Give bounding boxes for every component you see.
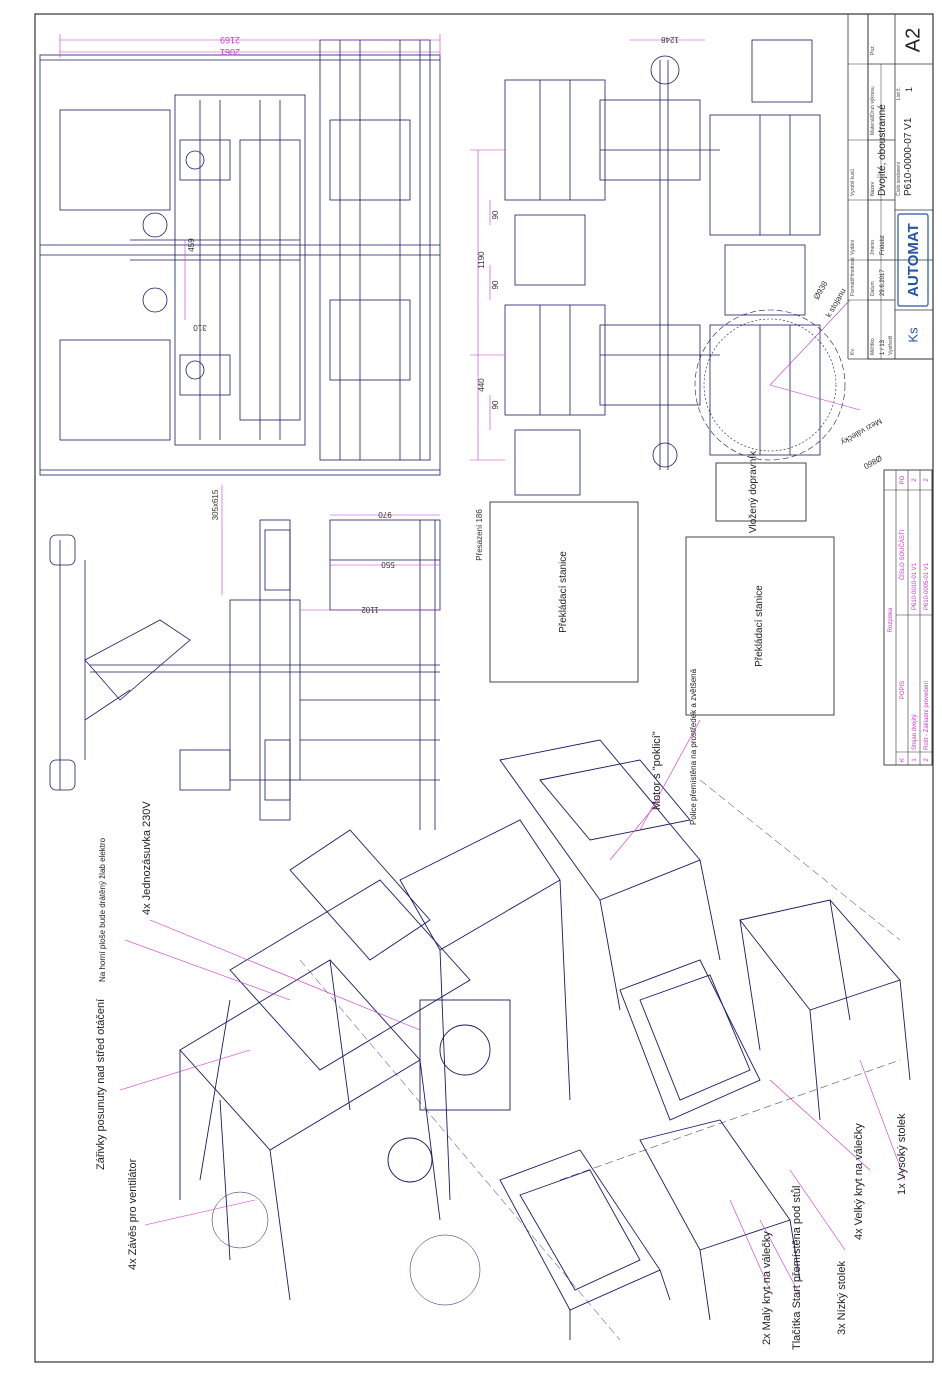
bom-col-po: PO [900, 475, 906, 484]
bom-table: Rozpiska K POPIS ČÍSLO SOUČÁSTI PO 1 Sto… [883, 469, 933, 766]
dim-550: 550 [381, 560, 395, 569]
dim-90-b: 90 [491, 280, 500, 289]
dim-970: 970 [378, 510, 392, 519]
dim-459: 459 [187, 238, 196, 252]
tb-format-label: Formát/Hmotnost [850, 257, 856, 296]
elevation-dimensions [59, 34, 441, 320]
tb-sheet-label: List č. [896, 87, 902, 100]
tb-name-value: Dvojité, oboustranné [877, 104, 888, 196]
dim-2169: 2169 [220, 35, 240, 45]
svg-text:P610-0005-01 V1: P610-0005-01 V1 [924, 562, 930, 610]
svg-text:2: 2 [924, 758, 930, 762]
tb-material-label: Materiál/Druh výkresu [870, 86, 876, 135]
bom-header: Rozpiska [888, 607, 894, 632]
svg-text:1: 1 [912, 758, 918, 762]
dim-90-a: 90 [491, 210, 500, 219]
bom-col-cislo: ČÍSLO SOUČÁSTI [899, 529, 906, 580]
tb-revision-label: Vyrobil kusů [849, 169, 856, 196]
svg-text:Stojan dvojitý: Stojan dvojitý [912, 714, 918, 750]
dim-90-c: 90 [491, 400, 500, 409]
tb-drawing-value: P610-0000-07 V1 [903, 117, 914, 196]
tb-pos-label: Poz. [870, 45, 876, 55]
side-dimensions [221, 485, 440, 611]
callout-wiring: Na horní ploše bude drátěný žlab elektro [98, 837, 107, 982]
radius-label-1: k stojanu [824, 287, 848, 319]
station-label-2: Překládací stanice [754, 585, 765, 667]
bom-row: 1 Stojan dvojitý P610-0010-01 V1 2 [912, 478, 918, 762]
tb-checked-label: Vystředil [888, 336, 894, 355]
conveyor-label: Vložený dopravník [748, 450, 759, 533]
outer-frame [34, 13, 934, 1363]
tb-date-value: 29.6.2017 [880, 269, 886, 296]
dim-2061: 2061 [220, 47, 240, 57]
tb-scale-label: Měřítko [870, 338, 876, 355]
svg-text:2: 2 [912, 478, 918, 482]
bom-row: 2 Rošt - Základní provedení P610-0005-01… [924, 478, 930, 762]
callout-fan-mount: 4x Závěs pro ventilátor [127, 1158, 139, 1270]
dim-1102: 1102 [361, 605, 379, 614]
station-box-1: Překládací stanice [489, 501, 639, 683]
company-logo: AUTOMAT [897, 213, 929, 307]
swing-radius [694, 299, 861, 461]
svg-text:P610-0010-01 V1: P610-0010-01 V1 [912, 562, 918, 610]
plan-dimensions [470, 39, 705, 461]
svg-text:Rošt - Základní provedení: Rošt - Základní provedení [924, 681, 930, 750]
svg-text:2: 2 [924, 478, 930, 482]
callout-shelf: Police přemístěna na prostředek a zvětše… [689, 668, 698, 825]
sheet-format: A2 [902, 28, 924, 52]
dim-d938: Ø938 [812, 279, 830, 301]
callout-lights: Zářivky posunuty nad střed otáčení [95, 999, 107, 1170]
tb-author-value: Fridelst [880, 235, 886, 255]
station-label-1: Překládací stanice [558, 551, 569, 633]
tb-date-label: Datum [870, 281, 876, 296]
isometric-view [179, 739, 911, 1341]
radius-label-2: Mezi válečky [839, 416, 883, 447]
station-box-2: Překládací stanice [685, 536, 835, 716]
bom-col-popis: POPIS [900, 681, 906, 699]
callout-leaders [119, 719, 906, 1296]
dim-305x615: 305x615 [211, 489, 220, 520]
dim-310: 310 [193, 323, 207, 332]
bom-col-k: K [900, 758, 906, 762]
tb-scale-value: 1 / 13 [880, 339, 886, 355]
tb-drawing-label: Číslo sestavení [895, 161, 902, 196]
plan-view [504, 39, 821, 496]
tb-approved-label: Vydání [850, 239, 856, 255]
elevation-view [39, 39, 441, 476]
company-name: AUTOMAT [905, 223, 922, 297]
callout-socket: 4x Jednozásuvka 230V [141, 801, 153, 915]
qty-label: Ks [905, 327, 920, 343]
callout-motor: Motor s "poklicí" [651, 731, 663, 810]
callout-low-table: 3x Nízký stolek [836, 1261, 848, 1335]
callout-large-cover: 4x Velký kryt na válečky [853, 1123, 865, 1240]
title-block: A2 AUTOMAT Ks Název Dvojité, oboustranné… [847, 13, 934, 360]
callout-small-cover: 2x Malý kryt na válečky [761, 1231, 773, 1345]
tb-sheet-value: 1 [904, 87, 914, 92]
dim-1248: 1248 [661, 35, 679, 44]
tb-name-label: Název [870, 181, 876, 196]
tb-author-label: Jméno [870, 240, 876, 255]
callout-start-button: Tlačítka Start přemístěna pod stůl [791, 1186, 803, 1350]
dim-1190: 1190 [477, 251, 486, 269]
dim-440: 440 [477, 378, 486, 392]
shift-label: Přesazení 186 [475, 509, 484, 561]
conveyor-box: Vložený dopravník [715, 450, 807, 533]
tb-kv-label: Kv. [850, 348, 856, 355]
callout-high-table: 1x Vysoký stolek [896, 1113, 908, 1195]
dim-d860: Ø860 [862, 453, 884, 471]
